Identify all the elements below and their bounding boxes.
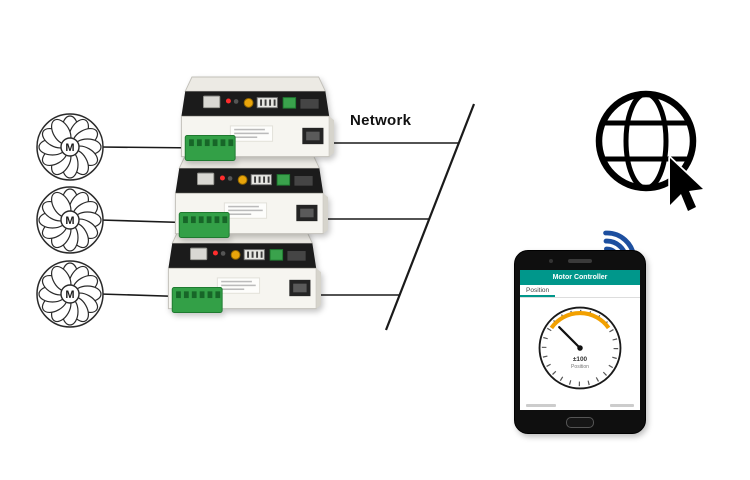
gauge-arc-orange [549, 311, 611, 330]
globe-icon [595, 90, 705, 213]
terminal-pins [176, 291, 221, 299]
usb-port [196, 172, 215, 186]
motor-label: M [65, 215, 74, 227]
screen-smallprint-left [526, 404, 556, 407]
dip-switch-levers [247, 251, 263, 258]
motor-hub [60, 137, 80, 157]
gauge-area: ±100 Position [520, 298, 640, 394]
phone-screen: Motor Controller Position ±100 Position [520, 270, 640, 410]
status-led-off [227, 176, 233, 181]
gauge-value: ±100 [573, 356, 588, 363]
motor-label: M [65, 289, 74, 301]
globe-meridian [623, 91, 669, 191]
controller-device [180, 76, 335, 161]
adjust-knob [237, 174, 248, 185]
smartphone: Motor Controller Position ±100 Position [514, 250, 646, 434]
adjust-knob [230, 249, 241, 260]
io-connector [269, 249, 284, 261]
fan-blades [38, 188, 102, 252]
controller-device [167, 228, 322, 313]
screen-smallprint-right [610, 404, 634, 407]
motor-label: M [65, 142, 74, 154]
controller-side-face [329, 116, 335, 157]
phone-camera [549, 259, 553, 263]
gauge-needle [558, 326, 582, 350]
bus-port-inner [306, 131, 320, 141]
sd-slot [287, 251, 306, 261]
terminal-block [171, 287, 223, 313]
fan-motor-icon: M [36, 186, 104, 254]
position-gauge: ±100 Position [538, 306, 622, 390]
sd-slot [294, 176, 313, 186]
bus-port-inner [293, 283, 307, 293]
controller-side-face [323, 193, 329, 234]
status-led-red [212, 250, 218, 256]
dip-switch-levers [260, 99, 276, 106]
motor-icon-3: M [35, 259, 105, 329]
tab-position: Position [520, 287, 556, 297]
fan-motor-icon: M [36, 113, 104, 181]
network-label: Network [350, 112, 412, 129]
status-led-red [225, 98, 231, 104]
dip-switch [243, 249, 265, 261]
usb-port [202, 95, 221, 109]
phone-home-button [566, 417, 594, 428]
sd-slot [300, 99, 319, 109]
label-print [228, 205, 263, 216]
terminal-block [178, 212, 230, 238]
terminal-pins [189, 139, 234, 147]
controller-side-face [316, 268, 322, 309]
controller-top-face [184, 76, 327, 92]
dip-switch [256, 97, 278, 109]
gauge-label: Position [571, 364, 589, 370]
label-print [221, 280, 256, 291]
usb-port [189, 247, 208, 261]
fan-blades [38, 115, 102, 179]
io-connector [282, 97, 297, 109]
fan-motor-icon: M [36, 260, 104, 328]
status-led-red [219, 175, 225, 181]
motor-icon-1: M [35, 112, 105, 182]
motor-icon-2: M [35, 185, 105, 255]
motor-hub [60, 284, 80, 304]
phone-speaker [568, 259, 592, 263]
io-connector [276, 174, 291, 186]
motor-controller-3 [154, 228, 322, 319]
internet-globe [586, 84, 712, 216]
label-print [234, 128, 269, 139]
motor-controller-1 [167, 76, 335, 167]
gauge-hub [577, 345, 583, 351]
status-led-off [220, 251, 226, 256]
status-led-off [233, 99, 239, 104]
motor-hub [60, 210, 80, 230]
terminal-block [184, 135, 236, 161]
app-title-bar: Motor Controller [520, 270, 640, 285]
terminal-pins [183, 216, 228, 224]
gauge-ticks [541, 309, 619, 387]
fan-blades [38, 262, 102, 326]
bus-port-inner [300, 208, 314, 218]
mouse-cursor-icon [668, 156, 705, 213]
network-bus-line [384, 103, 476, 331]
dip-switch [250, 174, 272, 186]
app-tab-bar: Position [520, 285, 640, 298]
adjust-knob [243, 97, 254, 108]
dip-switch-levers [254, 176, 270, 183]
